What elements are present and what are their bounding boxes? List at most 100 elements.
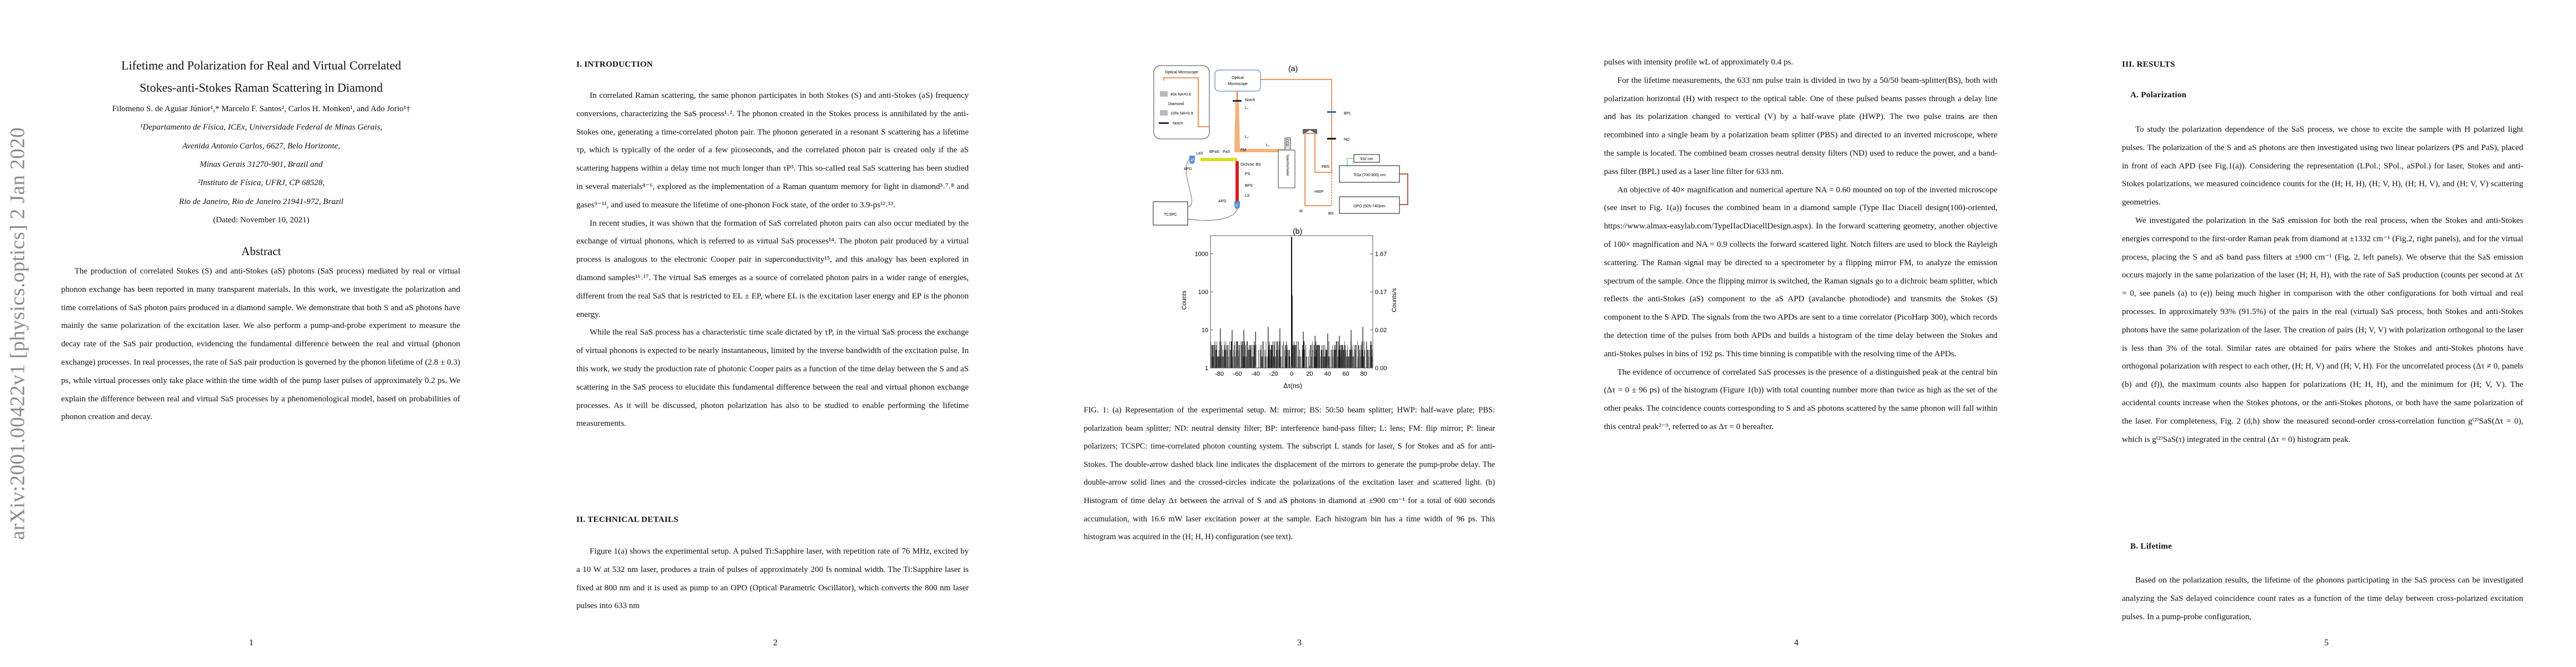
page-number: 2	[773, 638, 778, 648]
x-tick-label: 20	[1306, 371, 1313, 377]
cable	[1187, 208, 1238, 221]
inset-frame	[1153, 65, 1210, 140]
l2-label: L₂	[1245, 135, 1249, 139]
x-tick-label: -60	[1233, 371, 1242, 377]
abstract-heading: Abstract	[241, 245, 281, 258]
page-4: pulses with intensity profile wL of appr…	[1546, 0, 2061, 667]
microscope-label: Microscope	[1228, 82, 1248, 86]
page-number: 3	[1297, 638, 1302, 648]
apd-as-icon	[1189, 156, 1195, 164]
antistokes-beam	[1200, 158, 1237, 161]
bs-label: BS	[1328, 212, 1334, 216]
panel-label-a: (a)	[1288, 64, 1298, 73]
notch-filter-icon	[1233, 100, 1242, 102]
paragraph: Figure 1(a) shows the experimental setup…	[576, 547, 969, 611]
apd-s-icon	[1234, 201, 1240, 209]
page-1: arXiv:2001.00422v1 [physics.optics] 2 Ja…	[0, 0, 515, 667]
paragraph: To study the polarization dependence of …	[2122, 125, 2523, 207]
x-tick-label: -20	[1269, 371, 1278, 377]
affiliation-line: Avenida Antonio Carlos, 6627, Belo Horiz…	[182, 142, 340, 151]
x-tick-label: 40	[1324, 371, 1331, 377]
spectrometer-box	[1278, 150, 1296, 188]
paragraph: In correlated Raman scattering, the same…	[576, 91, 969, 210]
stokes-beam	[1235, 161, 1239, 203]
nd-filter-icon	[1327, 138, 1336, 140]
microscope-label: Optical	[1232, 76, 1244, 80]
page-number: 5	[2324, 638, 2329, 648]
tcspc-box	[1153, 201, 1188, 226]
delay-beam	[1304, 133, 1332, 206]
dichroic-label: Dichroic BS	[1240, 163, 1261, 167]
x-tick-label: 0	[1290, 371, 1293, 377]
ps-label: PS	[1245, 172, 1250, 176]
diamond-label: Diamond	[1168, 102, 1184, 106]
page-number: 1	[249, 638, 253, 648]
apd-label: APD	[1184, 167, 1192, 171]
subsection-heading-lifetime: B. Lifetime	[2130, 542, 2172, 551]
abstract-body: The production of correlated Stokes (S) …	[61, 262, 460, 426]
page4-body: pulses with intensity profile wL of appr…	[1604, 53, 1997, 436]
paragraph: pulses with intensity profile wL of appr…	[1604, 58, 1793, 67]
spectrometer-beam	[1234, 149, 1284, 152]
notch-filter-icon	[1159, 122, 1169, 124]
section-heading-introduction: I. INTRODUCTION	[576, 60, 653, 69]
x-tick-label: 60	[1342, 371, 1349, 377]
dated: (Dated: November 10, 2021)	[213, 216, 310, 225]
arxiv-stamp-text: arXiv:2001.00422v1 [physics.optics] 2 Ja…	[6, 127, 29, 540]
spectrometer-label: Spectrometer	[1285, 155, 1289, 177]
laser-beam	[1260, 79, 1332, 172]
lifetime-body: Based on the polarization results, the l…	[2122, 571, 2523, 626]
abstract-text: The production of correlated Stokes (S) …	[61, 267, 461, 422]
page-3: (a) Optical Microscope 40x NA=0.6 Diamon…	[1030, 0, 1546, 667]
page-number: 4	[1794, 638, 1798, 648]
ccd-box	[1284, 137, 1291, 151]
inset-beam	[1163, 77, 1209, 127]
y-tick-label: 1	[1205, 365, 1208, 372]
y-axis-right-label: Counts/s	[1391, 288, 1398, 312]
y-right-tick-label: 0.00	[1375, 365, 1387, 372]
bps-label: BPS	[1245, 184, 1253, 188]
y-tick-label: 100	[1198, 289, 1208, 296]
paper-title: Lifetime and Polarization for Real and V…	[39, 54, 484, 99]
bpl-filter-icon	[1327, 111, 1336, 113]
opo-label: OPO (505-740)nm	[1353, 205, 1386, 208]
l3-label: L₃	[1266, 143, 1270, 147]
page-2: I. INTRODUCTION In correlated Raman scat…	[515, 0, 1030, 667]
obj100-label: 100x NA=0.9	[1170, 112, 1193, 116]
technical-body: Figure 1(a) shows the experimental setup…	[576, 542, 969, 615]
apd-s-label: S	[1235, 205, 1238, 208]
section-heading-results: III. RESULTS	[2122, 60, 2175, 69]
paragraph: For the lifetime measurements, the 633 n…	[1604, 76, 1997, 176]
inset-notch-label: Notch	[1173, 122, 1183, 126]
paragraph: While the real SaS process has a charact…	[576, 328, 969, 429]
inset-title: Optical Microscope	[1165, 71, 1198, 74]
tisa-label: TiSa (700-900) nm	[1353, 173, 1386, 177]
objective-100x-icon	[1160, 110, 1168, 116]
apd-as-label: aS	[1190, 159, 1194, 162]
objective-40x-icon	[1160, 91, 1168, 97]
hwp-label: HWP	[1314, 190, 1324, 194]
polarization-body: To study the polarization dependence of …	[2122, 121, 2523, 449]
pbs-label: PBS	[1322, 165, 1329, 169]
collimated-beam	[1234, 99, 1240, 149]
setup-diagram: (a) Optical Microscope 40x NA=0.6 Diamon…	[1153, 64, 1408, 226]
ls-label: LS	[1245, 194, 1250, 198]
y-tick-label: 10	[1202, 327, 1208, 334]
delay-mirror-icon	[1303, 129, 1317, 135]
bpl-label: BPL	[1344, 112, 1351, 116]
paragraph: An objective of 40× magnification and nu…	[1604, 185, 1997, 359]
pump-path	[1399, 173, 1408, 205]
y-tick-label: 1000	[1195, 251, 1208, 258]
laser-532-label: 532 nm	[1360, 157, 1373, 161]
section-heading-technical-details: II. TECHNICAL DETAILS	[576, 515, 679, 524]
pump-beam	[1347, 158, 1354, 167]
l1-label: L₁	[1245, 106, 1249, 110]
x-tick-label: 80	[1361, 371, 1367, 377]
x-tick-label: -40	[1251, 371, 1260, 377]
notch-label: Notch	[1245, 98, 1255, 102]
apd-label: APD	[1218, 200, 1226, 203]
y-right-tick-label: 0.02	[1375, 327, 1387, 334]
bpas-label: BPaS	[1209, 150, 1219, 154]
paragraph: In recent studies, it was shown that the…	[576, 218, 969, 319]
